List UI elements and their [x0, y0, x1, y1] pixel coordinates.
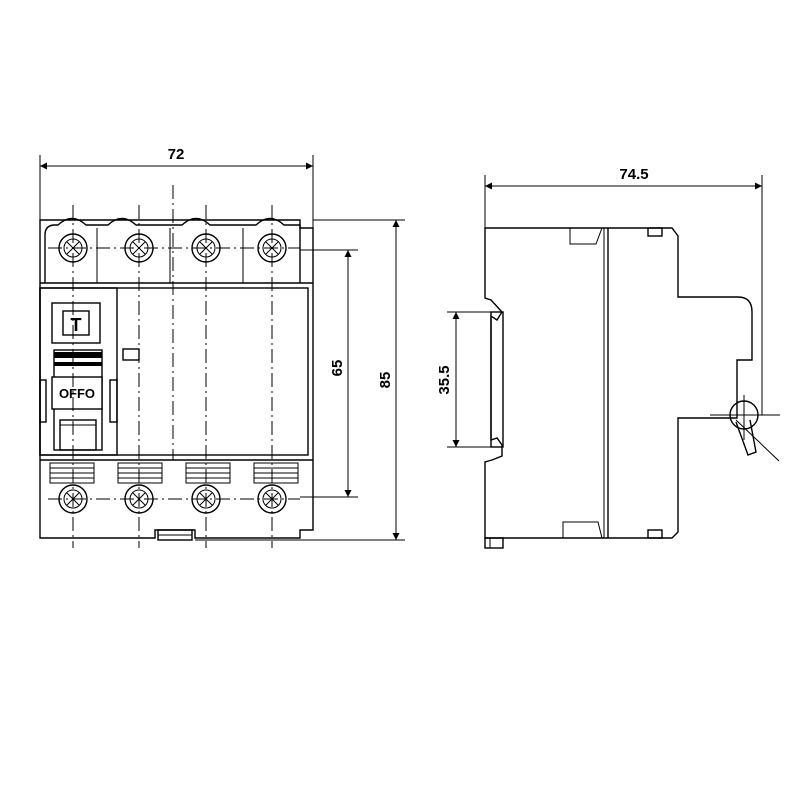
rail-groove: [490, 311, 504, 448]
front-view: T OFFO: [39, 146, 405, 548]
side-top-tab: [647, 227, 663, 237]
top-scallops: [44, 217, 301, 283]
extension-lines: [39, 155, 405, 541]
side-bump-right: [109, 379, 118, 423]
side-bump-left: [39, 379, 47, 423]
operating-area: [39, 287, 118, 456]
din-clip-side: [484, 537, 504, 549]
side-view: 74.5 35.5: [436, 166, 780, 549]
test-button[interactable]: [51, 302, 101, 344]
toggle-lever[interactable]: [51, 376, 103, 410]
handle-pivot: [710, 395, 780, 462]
toggle-label: OFFO: [59, 386, 95, 401]
dim-label-85: 85: [377, 372, 394, 389]
dim-label-65: 65: [329, 360, 346, 377]
front-panel: [39, 287, 309, 456]
dim-label-74-5: 74.5: [619, 166, 648, 183]
dim-label-72: 72: [168, 146, 185, 163]
toggle-slot-mid: [54, 362, 102, 366]
side-top-detail: [569, 227, 603, 245]
side-bottom-tab: [647, 529, 663, 539]
test-button-face: [62, 310, 90, 336]
indicator-window: [122, 348, 140, 361]
dim-label-35-5: 35.5: [436, 365, 453, 394]
side-bottom-detail: [562, 521, 603, 539]
toggle-lower: [59, 419, 97, 451]
bottom-grids: [49, 462, 299, 484]
center-lines: [48, 185, 300, 548]
toggle-slot-top: [54, 352, 102, 358]
test-button-label: T: [71, 315, 82, 335]
side-body-outline: [484, 227, 753, 539]
